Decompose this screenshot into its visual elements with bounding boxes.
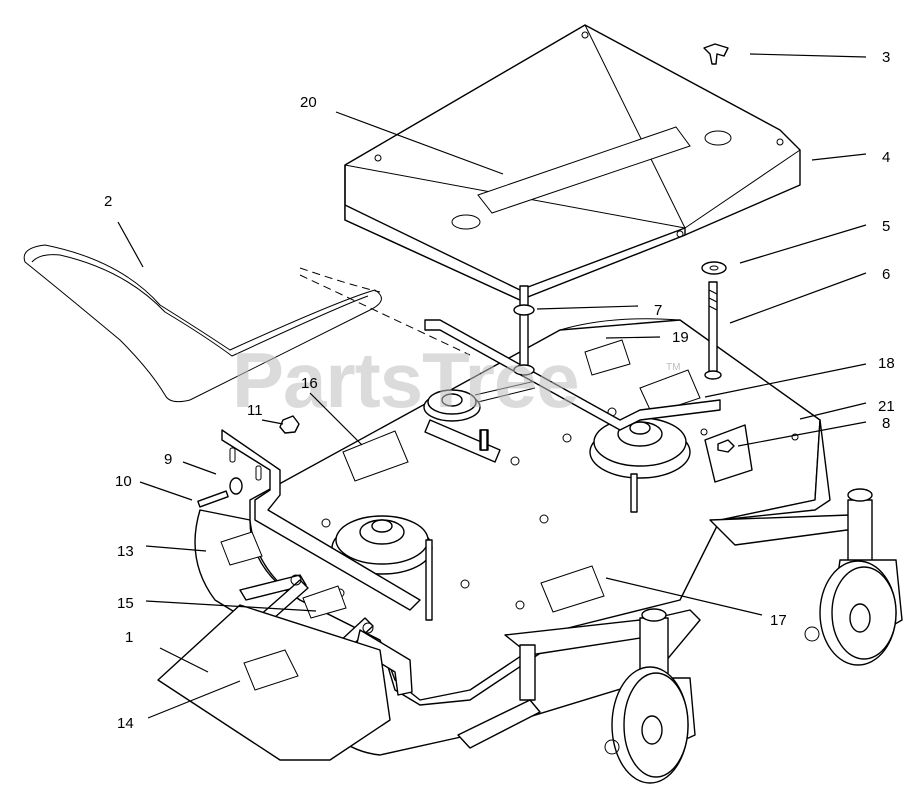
callout-19: 19 (672, 329, 689, 346)
decal-17 (540, 565, 605, 613)
pulleys (331, 389, 691, 575)
hardware (197, 43, 753, 621)
callout-10: 10 (115, 473, 132, 490)
callout-9: 9 (164, 451, 172, 468)
caster-rear (709, 488, 903, 666)
callout-17: 17 (770, 612, 787, 629)
watermark-tm: TM (666, 362, 680, 373)
callout-2: 2 (104, 193, 112, 210)
decal-19 (584, 339, 631, 376)
caster-front (457, 608, 696, 784)
callouts: 1 2 3 4 5 6 7 8 9 10 11 13 14 15 16 17 1… (104, 49, 895, 732)
callout-16: 16 (301, 375, 318, 392)
callout-21: 21 (878, 398, 895, 415)
decal-15 (302, 585, 347, 619)
callout-4: 4 (882, 149, 890, 166)
callout-15: 15 (117, 595, 134, 612)
callout-11: 11 (247, 402, 263, 419)
callout-13: 13 (117, 543, 134, 560)
watermark: PartsTree TM (232, 336, 680, 424)
decal-16 (342, 430, 409, 482)
callout-3: 3 (882, 49, 890, 66)
deck-decals (220, 339, 701, 619)
callout-5: 5 (882, 218, 890, 235)
discharge-chute (157, 604, 391, 761)
callout-18: 18 (878, 355, 895, 372)
callout-20: 20 (300, 94, 317, 111)
belt-cover (344, 24, 801, 301)
callout-1: 1 (125, 629, 133, 646)
drive-belt (23, 244, 471, 403)
callout-8: 8 (882, 415, 890, 432)
callout-14: 14 (117, 715, 134, 732)
watermark-text: PartsTree (232, 336, 579, 424)
leader-lines (117, 53, 867, 719)
side-bracket (221, 319, 721, 611)
callout-6: 6 (882, 266, 890, 283)
decal-20 (477, 126, 691, 214)
decal-14 (243, 649, 299, 691)
decal-13 (220, 531, 263, 566)
callout-7: 7 (654, 302, 662, 319)
decal-18 (639, 369, 701, 415)
